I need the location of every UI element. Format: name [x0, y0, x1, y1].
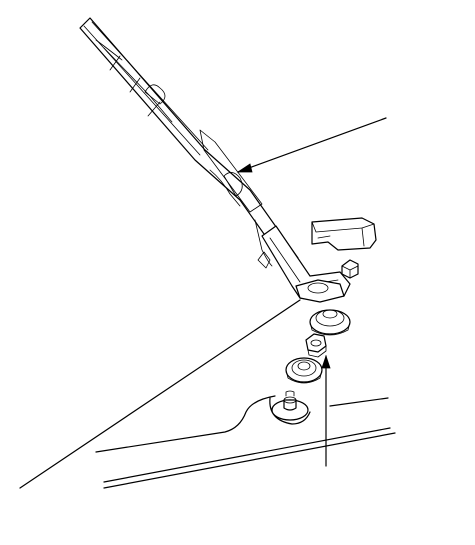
- wiper-arm: [261, 225, 351, 303]
- leader-lines: [19, 117, 387, 489]
- pivot-cap: [311, 217, 377, 251]
- hex-nut: [305, 333, 327, 358]
- body-panel-outline: [95, 395, 396, 489]
- rubber-seal: [309, 309, 351, 336]
- pivot-shaft: [271, 390, 309, 421]
- bushing: [285, 357, 323, 384]
- pivot-nut: [341, 259, 359, 279]
- arrowhead-icon: [236, 163, 253, 173]
- wiper-blade: [79, 17, 299, 269]
- arrowhead-icon: [321, 354, 331, 369]
